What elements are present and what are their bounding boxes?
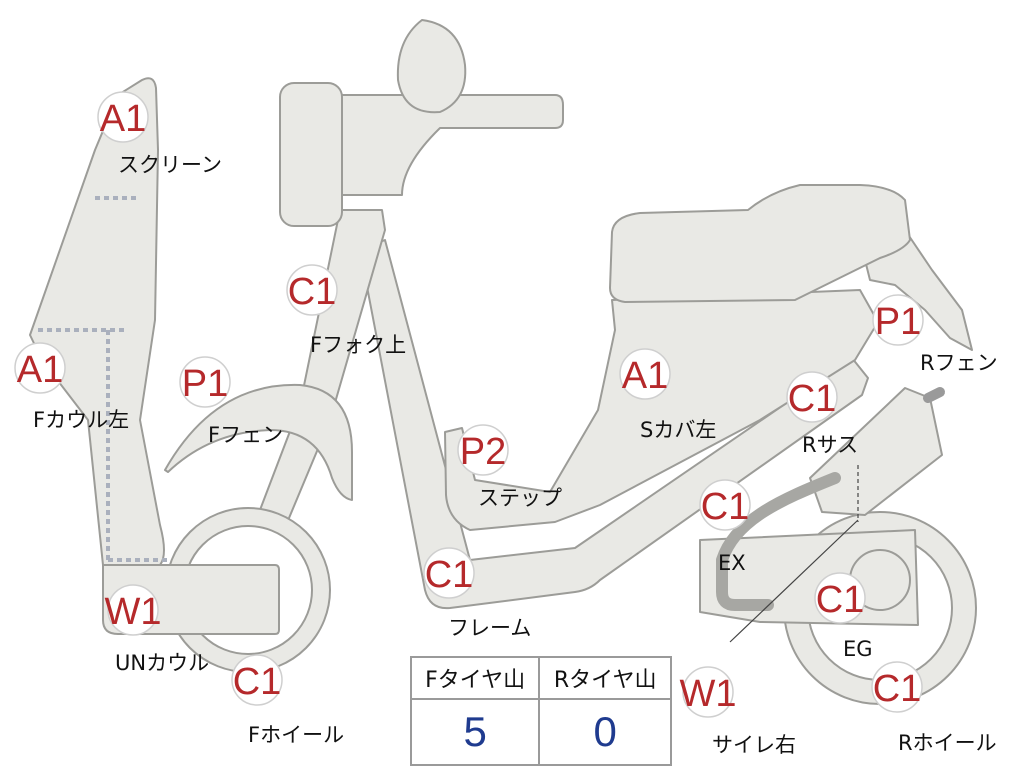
part-label-front-fork-upper: Fフォク上 xyxy=(310,333,406,357)
mirror-shape xyxy=(396,19,467,114)
code-badge-text-8: C1 xyxy=(425,554,474,596)
code-badge-10 xyxy=(699,479,751,531)
part-label-exhaust: EX xyxy=(718,551,746,575)
part-label-frame: フレーム xyxy=(448,616,531,640)
code-badge-text-13: C1 xyxy=(816,579,865,621)
code-badge-9 xyxy=(619,348,671,400)
code-badge-7 xyxy=(457,424,509,476)
code-badge-6 xyxy=(231,654,283,706)
code-badge-1 xyxy=(97,91,149,143)
code-badge-text-4: P1 xyxy=(182,363,228,405)
code-badge-4 xyxy=(179,356,231,408)
front-cowl-shape xyxy=(29,77,165,566)
front-tire-value: 5 xyxy=(409,698,541,766)
part-label-front-cowl-left: Fカウル左 xyxy=(33,408,129,432)
code-badge-text-10: C1 xyxy=(701,486,750,528)
front-tire-header: Fタイヤ山 xyxy=(409,656,541,700)
code-badge-text-7: P2 xyxy=(460,431,506,473)
rear-tire-value: 0 xyxy=(538,698,672,766)
part-label-front-wheel: Fホイール xyxy=(248,723,344,747)
front-fender-shape xyxy=(164,383,353,501)
rear-suspension-shape xyxy=(809,387,943,516)
code-badge-text-14: W1 xyxy=(680,673,737,715)
part-label-step: ステップ xyxy=(478,486,562,510)
code-badge-text-5: C1 xyxy=(288,271,337,313)
code-badge-8 xyxy=(423,547,475,599)
part-label-screen: スクリーン xyxy=(118,153,222,177)
frame-shape xyxy=(359,239,869,610)
code-badge-text-11: C1 xyxy=(788,378,837,420)
code-badge-text-1: A1 xyxy=(100,98,146,140)
code-badge-text-2: A1 xyxy=(17,349,63,391)
part-label-engine: EG xyxy=(843,637,873,661)
code-badge-13 xyxy=(814,572,866,624)
code-badge-text-9: A1 xyxy=(622,355,668,397)
seat-shape xyxy=(609,184,911,303)
part-label-rear-suspension: Rサス xyxy=(802,433,858,457)
code-badge-text-12: P1 xyxy=(875,301,921,343)
code-badge-2 xyxy=(14,342,66,394)
part-label-rear-wheel: Rホイール xyxy=(898,731,997,755)
code-badge-text-6: C1 xyxy=(233,661,282,703)
code-badge-text-15: C1 xyxy=(873,668,922,710)
code-badge-15 xyxy=(871,661,923,713)
code-badge-text-3: W1 xyxy=(105,591,162,633)
code-badge-5 xyxy=(286,264,338,316)
rear-tire-header: Rタイヤ山 xyxy=(538,656,672,700)
tire-tread-table: Fタイヤ山 Rタイヤ山 5 0 xyxy=(409,656,672,766)
part-label-silencer-right: サイレ右 xyxy=(712,733,796,757)
part-label-under-cowl: UNカウル xyxy=(115,651,209,675)
part-label-front-fender: Fフェン xyxy=(208,423,283,447)
code-badge-3 xyxy=(107,584,159,636)
side-cover-shape xyxy=(444,289,879,531)
headlight-shape xyxy=(279,82,343,227)
rear-fender-shape xyxy=(859,229,973,351)
exhaust-shape xyxy=(716,472,841,611)
handlebar-shape xyxy=(321,94,564,196)
code-badge-11 xyxy=(786,371,838,423)
part-label-side-cover-left: Sカバ左 xyxy=(640,418,716,442)
code-badge-14 xyxy=(682,666,734,718)
code-badge-12 xyxy=(872,294,924,346)
part-label-rear-fender: Rフェン xyxy=(920,351,998,375)
